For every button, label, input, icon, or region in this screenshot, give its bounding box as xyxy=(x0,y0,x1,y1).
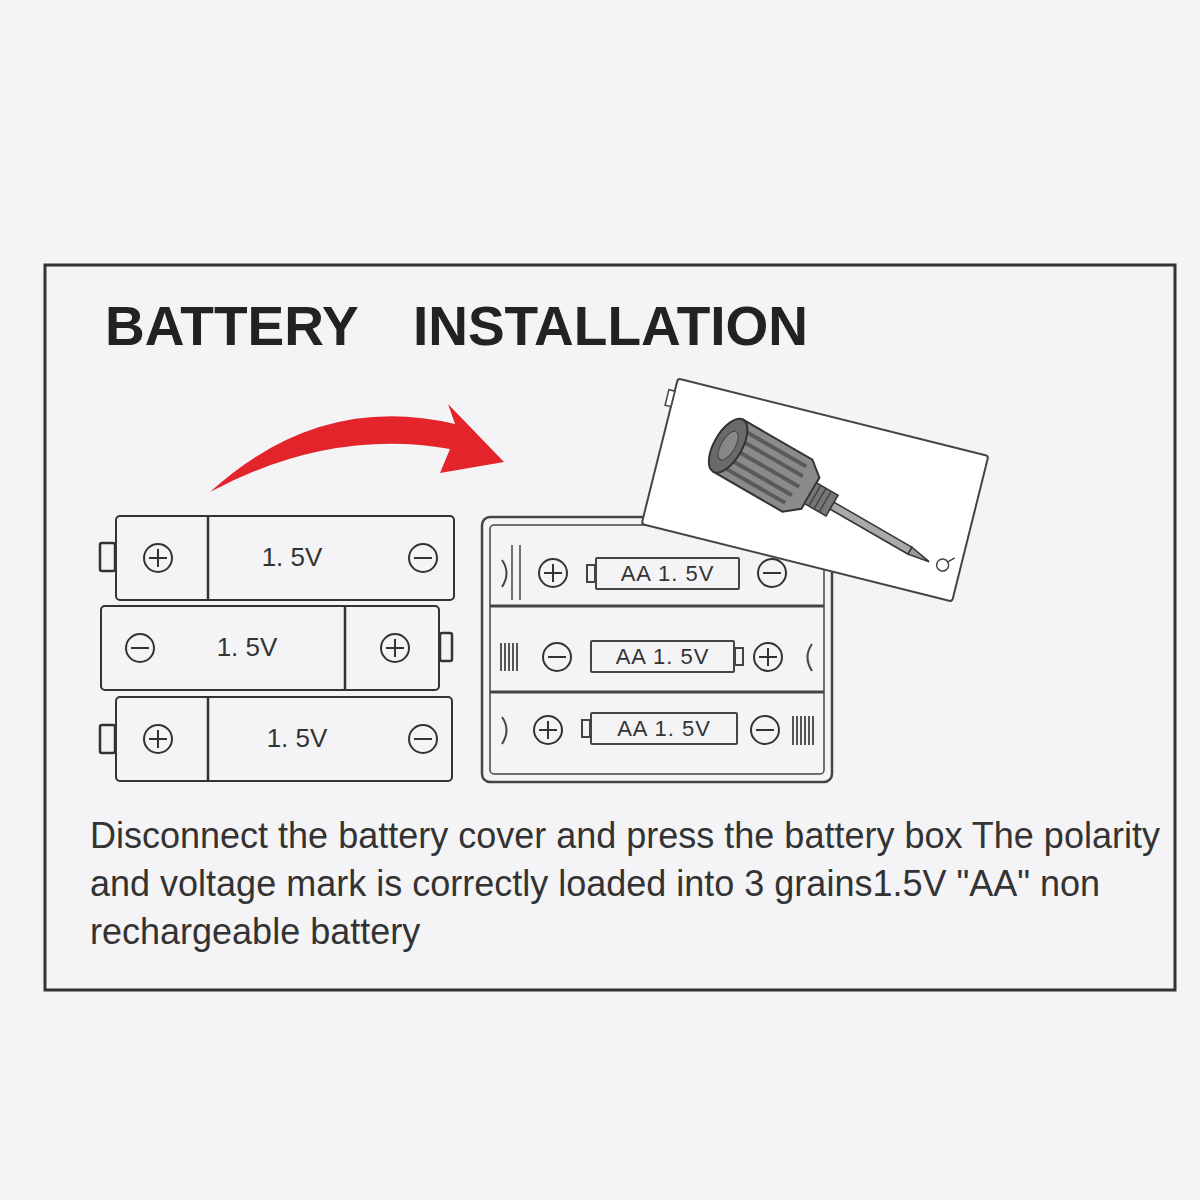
spring xyxy=(792,716,814,745)
battery: 1. 5V xyxy=(100,605,440,691)
battery-label: AA 1. 5V xyxy=(590,712,738,745)
battery: 1. 5V xyxy=(115,696,453,782)
battery-label-text: AA 1. 5V xyxy=(597,559,738,588)
battery: 1. 5V xyxy=(115,515,455,601)
red-arrow xyxy=(210,404,504,492)
caption: Disconnect the battery cover and press t… xyxy=(90,812,1160,956)
screwdriver xyxy=(701,413,944,588)
battery-label-text: AA 1. 5V xyxy=(592,642,733,671)
voltage-label: 1. 5V xyxy=(212,517,372,598)
battery-label: AA 1. 5V xyxy=(590,640,735,673)
voltage-label: 1. 5V xyxy=(217,698,377,779)
spring xyxy=(500,643,520,671)
battery-details xyxy=(100,515,452,782)
battery-label-text: AA 1. 5V xyxy=(592,714,736,743)
voltage-label: 1. 5V xyxy=(177,607,317,688)
battery-label: AA 1. 5V xyxy=(595,557,740,590)
title: BATTERY INSTALLATION xyxy=(105,294,808,358)
frame xyxy=(45,265,1175,990)
